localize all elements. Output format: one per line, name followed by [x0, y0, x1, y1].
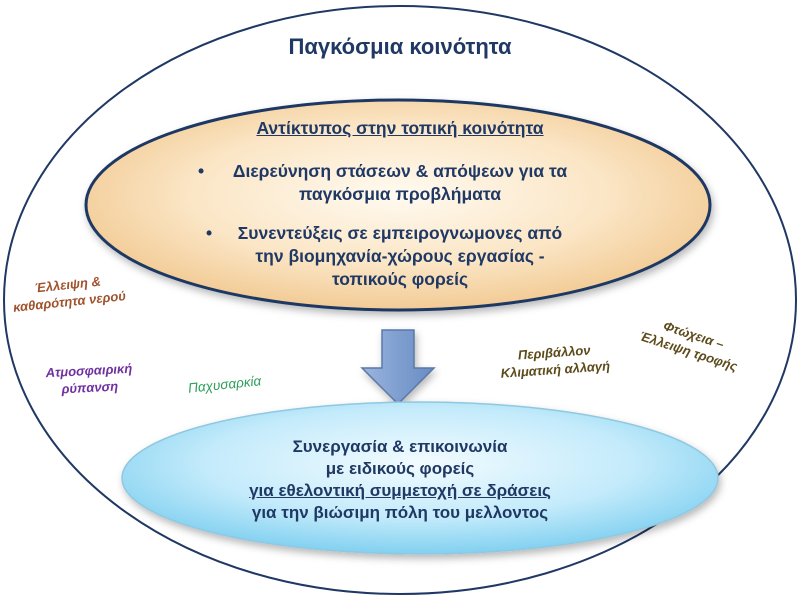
bullet-line: Συνεντεύξεις σε εμπειρογνωμονες από [237, 223, 563, 243]
inner-heading: Αντίκτυπος στην τοπική κοινότητα [256, 118, 544, 138]
bullet-line: τοπικούς φορείς [331, 269, 469, 289]
bullet-line: παγκόσμια προβλήματα [299, 184, 501, 204]
bottom-line-1: Συνεργασία & επικοινωνία [292, 437, 508, 456]
down-arrow [360, 329, 436, 406]
bullet-marker: • [198, 161, 205, 181]
inner-ellipse-content: Αντίκτυπος στην τοπική κοινότητα • Διερε… [150, 116, 650, 307]
outer-title: Παγκόσμια κοινότητα [288, 34, 512, 59]
inner-bullet-2: • Συνεντεύξεις σε εμπειρογνωμονες από τη… [150, 222, 650, 291]
inner-bullet-1: • Διερεύνηση στάσεων & απόψεων για τα πα… [150, 160, 650, 206]
bullet-line: Διερεύνηση στάσεων & απόψεων για τα [232, 161, 568, 181]
bottom-ellipse-content: Συνεργασία & επικοινωνία με ειδικούς φορ… [150, 436, 650, 524]
bullet-marker: • [206, 223, 213, 243]
label-air-pollution: Ατμοσφαιρική ρύπανση [45, 360, 133, 398]
bottom-line-2: με ειδικούς φορείς [325, 459, 475, 478]
bottom-line-3: για εθελοντική συμμετοχή σε δράσεις [249, 481, 551, 500]
bottom-line-4: για την βιώσιμη πόλη του μελλοντος [251, 503, 549, 522]
inner-ellipse [84, 98, 712, 312]
bottom-ellipse [121, 401, 719, 555]
bullet-line: την βιομηχανία-χώρους εργασίας - [255, 246, 545, 266]
